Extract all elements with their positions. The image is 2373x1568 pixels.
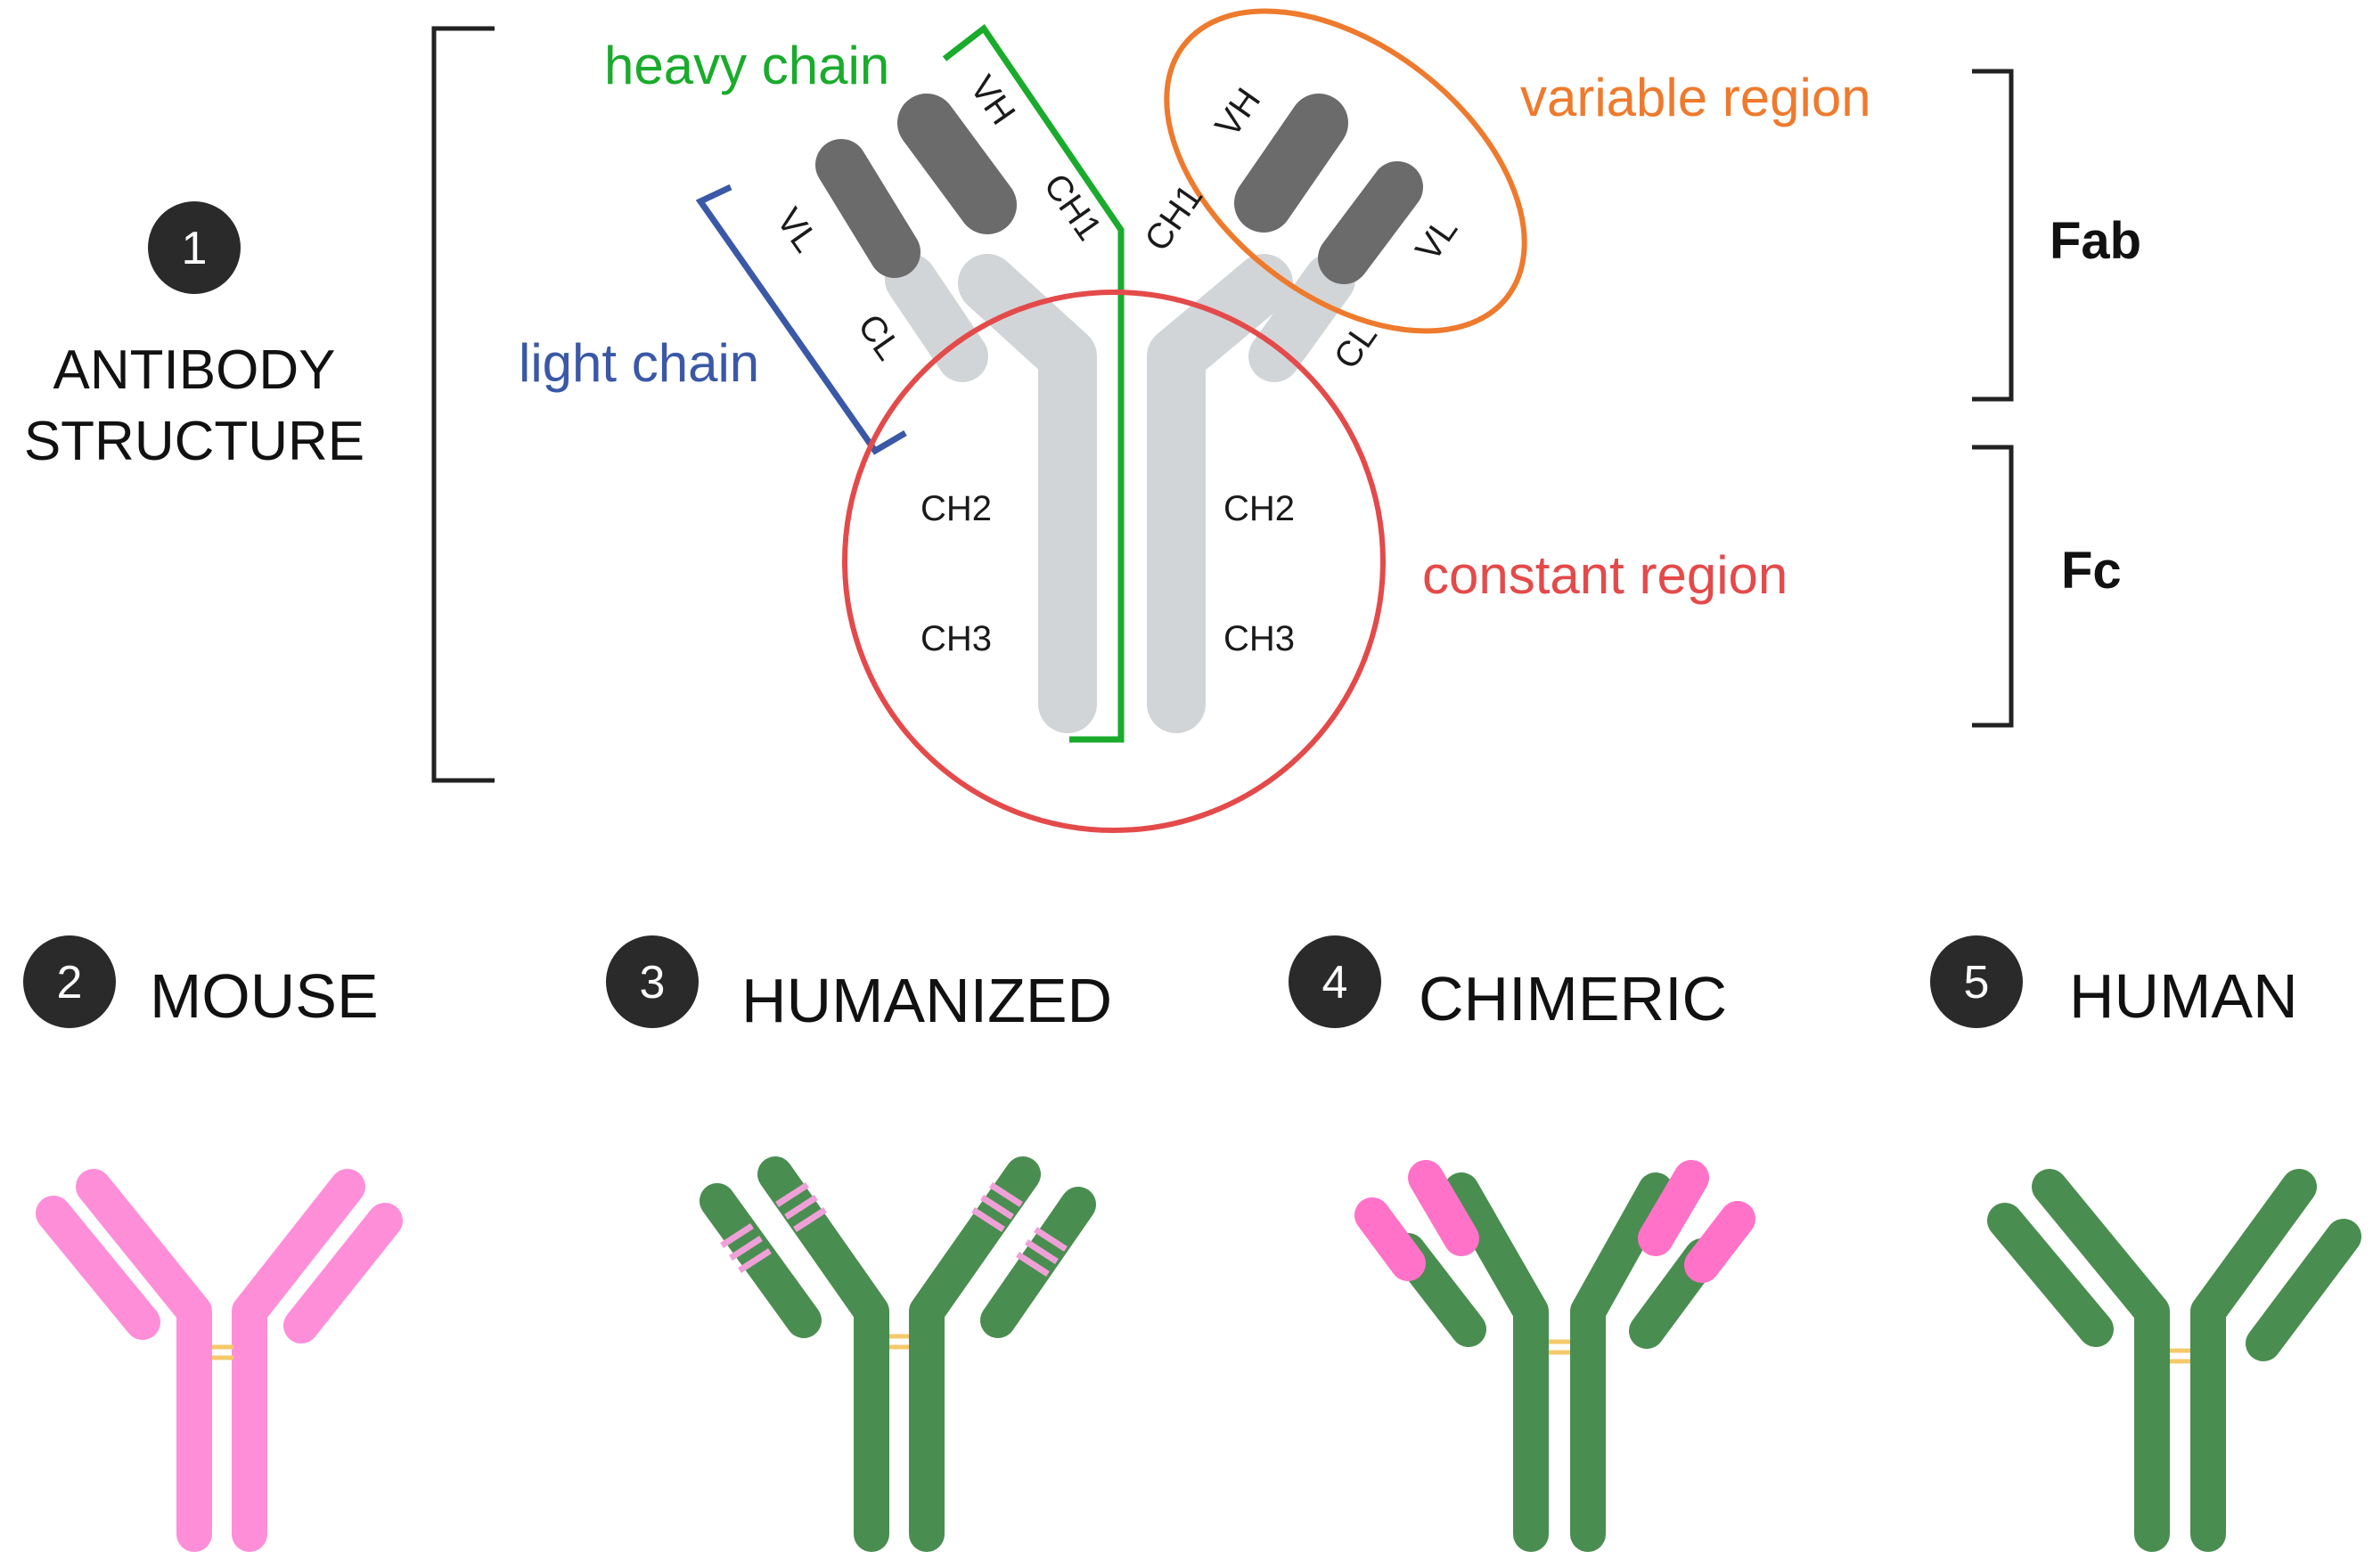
structure-bracket: [431, 26, 495, 783]
domain-vl-right: VL: [1408, 210, 1465, 268]
chimeric-vl-left: [1354, 1197, 1426, 1281]
human-antibody: [1987, 1169, 2361, 1552]
mouse-antibody: [36, 1169, 403, 1552]
type-mouse-header: 2 MOUSE: [23, 935, 379, 1031]
structure-title-line1: ANTIBODY: [53, 339, 336, 401]
fab-label: Fab: [2050, 212, 2141, 270]
structure-panel: 1 ANTIBODY STRUCTURE heavy chain: [24, 8, 2141, 833]
fc-bracket: [1972, 445, 2014, 728]
domain-ch3-left: CH3: [921, 619, 992, 658]
vl-right-boundary: [1323, 243, 1364, 274]
humanized-disulfide: [889, 1334, 909, 1350]
mouse-heavy-right: [232, 1169, 365, 1552]
fc-label: Fc: [2061, 542, 2122, 600]
chimeric-heavy-right: [1570, 1172, 1673, 1552]
number-badge-4: [1289, 935, 1381, 1028]
number-2: 2: [57, 957, 83, 1009]
type-chimeric-header: 4 CHIMERIC: [1289, 935, 1727, 1033]
heavy-chain-bracket: [942, 23, 1125, 743]
fab-bracket: [1972, 69, 2014, 402]
number-1: 1: [182, 223, 208, 274]
mouse-disulfide: [212, 1344, 233, 1360]
chimeric-heavy-left: [1444, 1172, 1549, 1552]
type-name-humanized: HUMANIZED: [741, 966, 1112, 1035]
human-light-left: [1987, 1203, 2114, 1347]
number-4: 4: [1322, 957, 1348, 1009]
vl-left-boundary: [872, 239, 917, 265]
number-badge-2: [23, 935, 116, 1028]
chimeric-vh-right: [1638, 1160, 1709, 1256]
humanized-heavy-left: [757, 1156, 889, 1552]
humanized-heavy-right: [909, 1156, 1041, 1552]
antibody-variable-parts: [815, 94, 1423, 284]
vl-right: [1318, 161, 1423, 284]
variable-region-ellipse: [1164, 8, 1527, 334]
light-chain-bracket: [695, 184, 907, 455]
heavy-chain-label: heavy chain: [604, 36, 889, 95]
chimeric-vl-right: [1684, 1201, 1755, 1283]
type-name-mouse: MOUSE: [150, 961, 379, 1031]
number-3: 3: [640, 957, 666, 1009]
vh-right-boundary: [1240, 186, 1288, 220]
domain-ch2-left: CH2: [921, 489, 992, 528]
domain-boundaries: [872, 186, 1364, 274]
type-name-human: HUMAN: [2069, 961, 2298, 1031]
mouse-light-right: [283, 1203, 403, 1343]
human-light-right: [2246, 1219, 2361, 1361]
heavy-chain-left-stem: [958, 254, 1097, 733]
chimeric-antibody: [1354, 1160, 1755, 1552]
number-5: 5: [1964, 957, 1990, 1009]
constant-region-label: constant region: [1422, 545, 1788, 605]
number-badge-3: [606, 935, 699, 1028]
mouse-heavy-left: [76, 1169, 212, 1552]
domain-cl-left: CL: [850, 307, 908, 367]
human-disulfide: [2170, 1348, 2190, 1364]
variable-region-label: variable region: [1520, 68, 1871, 127]
vh-right: [1234, 94, 1348, 233]
domain-ch2-right: CH2: [1223, 489, 1295, 528]
domain-vh-left: VH: [962, 69, 1023, 132]
humanized-light-right: [980, 1187, 1096, 1338]
humanized-light-left: [700, 1183, 822, 1338]
light-chain-right-constant: [1248, 254, 1355, 382]
type-name-chimeric: CHIMERIC: [1419, 964, 1727, 1033]
structure-title-line2: STRUCTURE: [24, 411, 364, 472]
human-heavy-left: [2032, 1169, 2170, 1552]
heavy-chain-right-stem: [1147, 254, 1293, 733]
vl-left: [815, 139, 921, 278]
mouse-light-left: [36, 1196, 160, 1340]
human-heavy-right: [2190, 1169, 2317, 1552]
chimeric-disulfide: [1549, 1339, 1570, 1355]
humanized-stripes: [720, 1182, 1068, 1277]
number-badge-5: [1930, 935, 2023, 1028]
humanized-antibody: [700, 1156, 1096, 1552]
type-humanized-header: 3 HUMANIZED: [606, 935, 1112, 1035]
number-badge-1: [148, 201, 241, 294]
domain-vl-left: VL: [769, 201, 826, 259]
domain-ch1-right: CH1: [1137, 177, 1210, 258]
chimeric-vh-left: [1408, 1160, 1479, 1256]
domain-vh-right: VH: [1207, 81, 1268, 144]
vh-left: [897, 94, 1017, 234]
vh-left-boundary: [963, 188, 1011, 223]
type-human-header: 5 HUMAN: [1930, 935, 2298, 1031]
domain-ch3-right: CH3: [1223, 619, 1295, 658]
light-chain-label: light chain: [519, 333, 759, 393]
constant-region-circle: [842, 290, 1386, 833]
domain-ch1-left: CH1: [1036, 167, 1109, 248]
